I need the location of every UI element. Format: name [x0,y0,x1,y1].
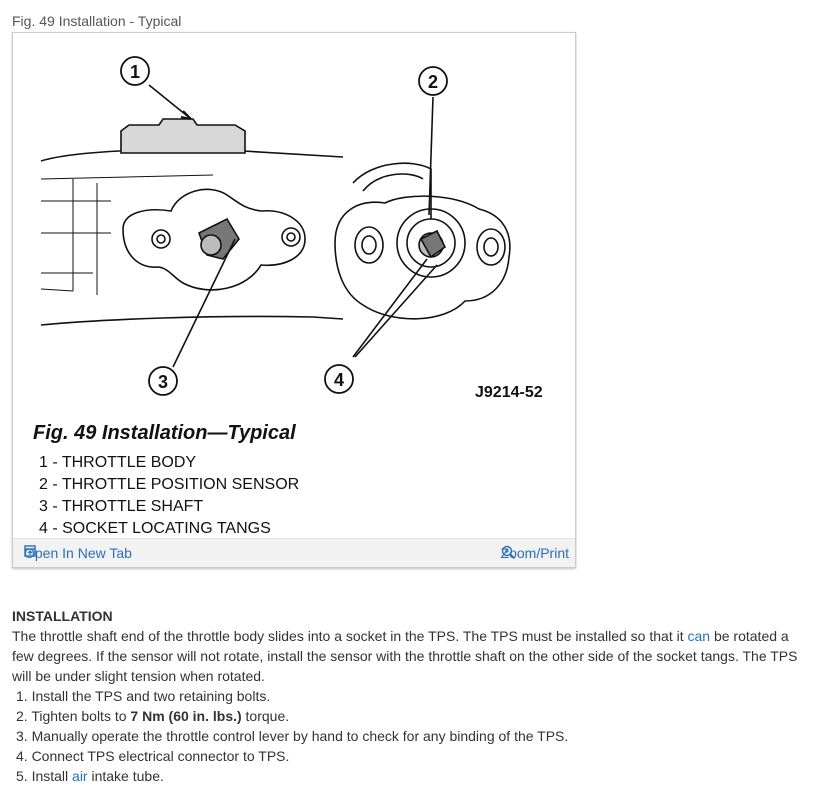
step-2-tail: torque. [241,708,290,724]
installation-section: INSTALLATION The throttle shaft end of t… [12,606,802,786]
legend-item-3: 3 - THROTTLE SHAFT [39,498,203,515]
callout-label-4: 4 [334,370,344,390]
leader-line-2 [428,96,434,216]
callout-label-3: 3 [158,372,168,392]
open-new-tab-label: Open In New Tab [24,545,132,561]
step-2: 2. Tighten bolts to 7 Nm (60 in. lbs.) t… [12,706,802,726]
open-new-tab-link[interactable]: Open In New Tab [24,545,132,561]
air-link[interactable]: air [72,768,88,784]
torque-value: 7 Nm (60 in. lbs.) [130,708,242,724]
section-heading: INSTALLATION [12,608,113,624]
step-3: 3. Manually operate the throttle control… [16,728,569,744]
throttle-body-bottom-edge [40,315,344,326]
art-code: J9214-52 [475,384,543,401]
open-new-tab-icon [24,545,36,557]
callout-4: 4 [324,364,354,394]
callout-label-2: 2 [428,72,438,92]
callout-2: 2 [418,66,448,96]
step-5: 5. Install air intake tube. [12,766,802,786]
callout-3: 3 [148,366,178,396]
step-5-tail: intake tube. [87,768,164,784]
zoom-magnifier-icon [501,545,515,560]
step-2-text: 2. Tighten bolts to [16,708,131,724]
leader-line-3 [172,238,236,368]
figure-caption: Fig. 49 Installation - Typical [12,13,182,29]
paragraph-text-start: The throttle shaft end of the throttle b… [12,628,688,644]
legend-item-1: 1 - THROTTLE BODY [39,454,196,471]
zoom-print-link[interactable]: Zoom/Print [501,545,569,561]
step-1: 1. Install the TPS and two retaining bol… [16,688,271,704]
figure-container: 1 2 3 4 J9214-52 Fig. 49 Installation—Ty… [12,32,576,568]
callout-1: 1 [120,56,150,86]
throttle-diagram: 1 2 3 4 J9214-52 Fig. 49 Installation—Ty… [33,56,543,537]
leader-line-4 [352,258,438,358]
zoom-print-label: Zoom/Print [500,545,569,561]
installation-paragraph: The throttle shaft end of the throttle b… [12,626,802,686]
legend-item-2: 2 - THROTTLE POSITION SENSOR [39,476,299,493]
legend-item-4: 4 - SOCKET LOCATING TANGS [39,520,271,537]
art-title: Fig. 49 Installation—Typical [33,422,296,444]
callout-label-1: 1 [130,62,140,82]
step-5-text: 5. Install [16,768,73,784]
paragraph-text-end: be rotated a few degrees. If the sensor … [12,628,798,684]
steps-list: 1. Install the TPS and two retaining bol… [12,686,802,786]
can-link[interactable]: can [687,628,711,644]
step-4: 4. Connect TPS electrical connector to T… [16,748,290,764]
figure-footer: Open In New Tab Zoom/Print [13,538,575,567]
